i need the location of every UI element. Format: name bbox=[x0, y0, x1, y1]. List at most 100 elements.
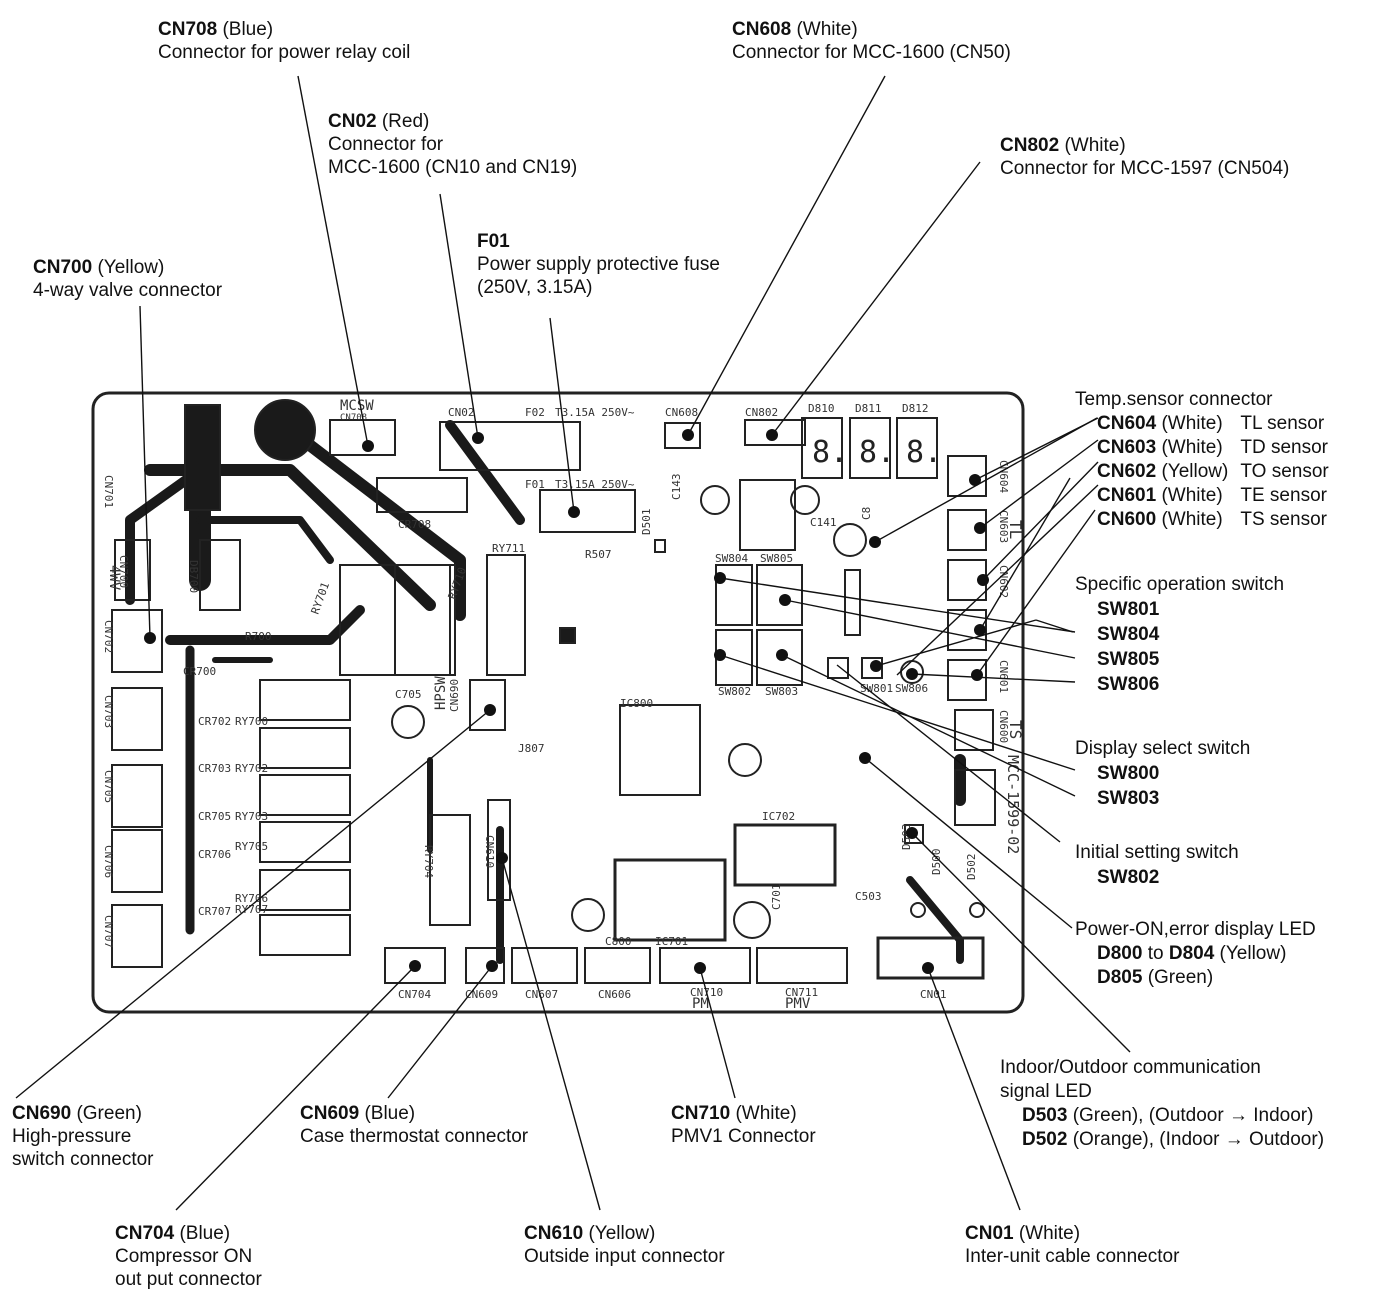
label-cn700-desc: 4-way valve connector bbox=[33, 280, 223, 301]
cn604-code: CN604 bbox=[1097, 413, 1157, 434]
silk-c705: C705 bbox=[395, 688, 422, 701]
label-cn02: CN02 (Red) Connector for MCC-1600 (CN10 … bbox=[328, 110, 577, 179]
cn602-color: (Yellow) bbox=[1161, 461, 1229, 482]
silk-c800: C800 bbox=[605, 935, 632, 948]
label-cn610-code: CN610 bbox=[524, 1223, 584, 1244]
led-digit-d812: 8. bbox=[906, 435, 942, 470]
silk-c8: C8 bbox=[860, 507, 873, 520]
silk-c503: C503 bbox=[855, 890, 882, 903]
label-temp-sensor-title: Temp.sensor connector bbox=[1075, 389, 1273, 410]
label-f01-code: F01 bbox=[477, 231, 510, 252]
silk-c143: C143 bbox=[670, 474, 683, 501]
silk-cn711: CN711 bbox=[785, 986, 818, 999]
silk-cr703: CR703 bbox=[198, 762, 231, 775]
silk-cn705: CN705 bbox=[102, 770, 115, 803]
silk-sw803: SW803 bbox=[765, 685, 798, 698]
silk-sw801: SW801 bbox=[860, 682, 893, 695]
label-cn802: CN802 (White) Connector for MCC-1597 (CN… bbox=[1000, 134, 1289, 180]
silk-ic800: IC800 bbox=[620, 697, 653, 710]
label-cn700-code: CN700 bbox=[33, 257, 93, 278]
silk-d811: D811 bbox=[855, 402, 882, 415]
label-f01-desc2: (250V, 3.15A) bbox=[477, 277, 593, 298]
label-comm-led-title2: signal LED bbox=[1000, 1081, 1092, 1102]
label-cn708-desc: Connector for power relay coil bbox=[158, 42, 411, 63]
leader-c8 bbox=[874, 417, 1098, 543]
seven-segment-digits: 8. 8. 8. bbox=[812, 435, 942, 470]
label-cn610-desc: Outside input connector bbox=[524, 1246, 725, 1267]
label-power-led-row2: D805 (Green) bbox=[1075, 966, 1316, 990]
cn602-sensor: TO sensor bbox=[1240, 461, 1329, 482]
label-cn02-desc2: MCC-1600 (CN10 and CN19) bbox=[328, 157, 578, 178]
label-cn708: CN708 (Blue) Connector for power relay c… bbox=[158, 18, 410, 64]
silk-cn802: CN802 bbox=[745, 406, 778, 419]
silk-4wv: 4WV bbox=[106, 565, 122, 591]
cn603-color: (White) bbox=[1161, 437, 1223, 458]
silk-d501: D501 bbox=[640, 509, 653, 536]
silk-hpsw: HPSW bbox=[433, 676, 449, 710]
label-cn704-code: CN704 bbox=[115, 1223, 175, 1244]
label-comm-led-row1: D503 (Green), (Outdoor → Indoor) bbox=[1000, 1104, 1324, 1128]
label-cn700: CN700 (Yellow) 4-way valve connector bbox=[33, 256, 222, 302]
silk-sw802: SW802 bbox=[718, 685, 751, 698]
label-specific-op-title: Specific operation switch bbox=[1075, 574, 1285, 595]
silk-cn708: CN708 bbox=[340, 413, 367, 423]
silk-cn608: CN608 bbox=[665, 406, 698, 419]
silk-sw806: SW806 bbox=[895, 682, 928, 695]
silk-f01: F01 bbox=[525, 478, 545, 491]
silk-cn01: CN01 bbox=[920, 988, 947, 1001]
label-comm-led-row2: D502 (Orange), (Indoor → Outdoor) bbox=[1000, 1128, 1324, 1152]
label-specific-op: Specific operation switch SW801 SW804 SW… bbox=[1075, 572, 1284, 697]
label-cn708-code: CN708 bbox=[158, 19, 218, 40]
label-cn700-color: (Yellow) bbox=[97, 257, 165, 278]
silk-cn600: CN600 bbox=[997, 710, 1010, 743]
label-cn802-color: (White) bbox=[1064, 135, 1126, 156]
label-cn608: CN608 (White) Connector for MCC-1600 (CN… bbox=[732, 18, 1011, 64]
silk-cn607: CN607 bbox=[525, 988, 558, 1001]
silk-ry700: RY700 bbox=[235, 715, 268, 728]
cn604-sensor: TL sensor bbox=[1240, 413, 1325, 434]
label-sw800: SW800 bbox=[1097, 763, 1160, 784]
label-cn609-color: (Blue) bbox=[364, 1103, 416, 1124]
label-power-led: Power-ON,error display LED D800 to D804 … bbox=[1075, 918, 1316, 990]
silk-cr702: CR702 bbox=[198, 715, 231, 728]
silk-ry704: RY704 bbox=[422, 845, 435, 878]
label-cn690-color: (Green) bbox=[76, 1103, 142, 1124]
label-cn704-desc1: Compressor ON bbox=[115, 1246, 253, 1267]
temp-sensor-row-cn603: CN603 (White) TD sensor bbox=[1075, 436, 1329, 460]
label-power-led-row1: D800 to D804 (Yellow) bbox=[1075, 942, 1316, 966]
label-cn610-color: (Yellow) bbox=[588, 1223, 656, 1244]
label-display-select-title: Display select switch bbox=[1075, 738, 1251, 759]
label-cn710-color: (White) bbox=[735, 1103, 797, 1124]
silk-cn603: CN603 bbox=[997, 510, 1010, 543]
leader-lines bbox=[15, 75, 1131, 1211]
pcb-silkscreen: MCSW CN708 CR708 RY711 RY710 RY701 R700 … bbox=[102, 398, 1025, 1012]
label-cn690-desc2: switch connector bbox=[12, 1149, 154, 1170]
silk-r700: R700 bbox=[245, 630, 272, 643]
label-sw802: SW802 bbox=[1097, 867, 1160, 888]
silk-cn700: CN700 bbox=[117, 555, 130, 588]
label-cn710: CN710 (White) PMV1 Connector bbox=[671, 1102, 816, 1148]
cn601-sensor: TE sensor bbox=[1240, 485, 1327, 506]
silk-cr705: CR705 bbox=[198, 810, 231, 823]
label-cn802-desc: Connector for MCC-1597 (CN504) bbox=[1000, 158, 1290, 179]
cn600-color: (White) bbox=[1161, 509, 1223, 530]
silk-cr700: CR700 bbox=[183, 665, 216, 678]
silk-cr707: CR707 bbox=[198, 905, 231, 918]
cn601-code: CN601 bbox=[1097, 485, 1157, 506]
label-d503: D503 bbox=[1022, 1105, 1068, 1126]
label-cn02-code: CN02 bbox=[328, 111, 377, 132]
label-cn802-code: CN802 bbox=[1000, 135, 1060, 156]
label-cn710-code: CN710 bbox=[671, 1103, 731, 1124]
silk-ry711: RY711 bbox=[492, 542, 525, 555]
silk-c141: C141 bbox=[810, 516, 837, 529]
silk-fuse-rating-bottom: T3.15A 250V~ bbox=[555, 478, 635, 491]
label-sw804: SW804 bbox=[1097, 624, 1160, 645]
label-cn609-desc: Case thermostat connector bbox=[300, 1126, 529, 1147]
label-sw805: SW805 bbox=[1097, 649, 1160, 670]
label-f01: F01 Power supply protective fuse (250V, … bbox=[477, 230, 720, 299]
silk-cr708: CR708 bbox=[398, 518, 431, 531]
silk-ry705: RY705 bbox=[235, 840, 268, 853]
silk-cn702: CN702 bbox=[102, 620, 115, 653]
silk-fuse-rating-top: T3.15A 250V~ bbox=[555, 406, 635, 419]
silk-r507: R507 bbox=[585, 548, 612, 561]
